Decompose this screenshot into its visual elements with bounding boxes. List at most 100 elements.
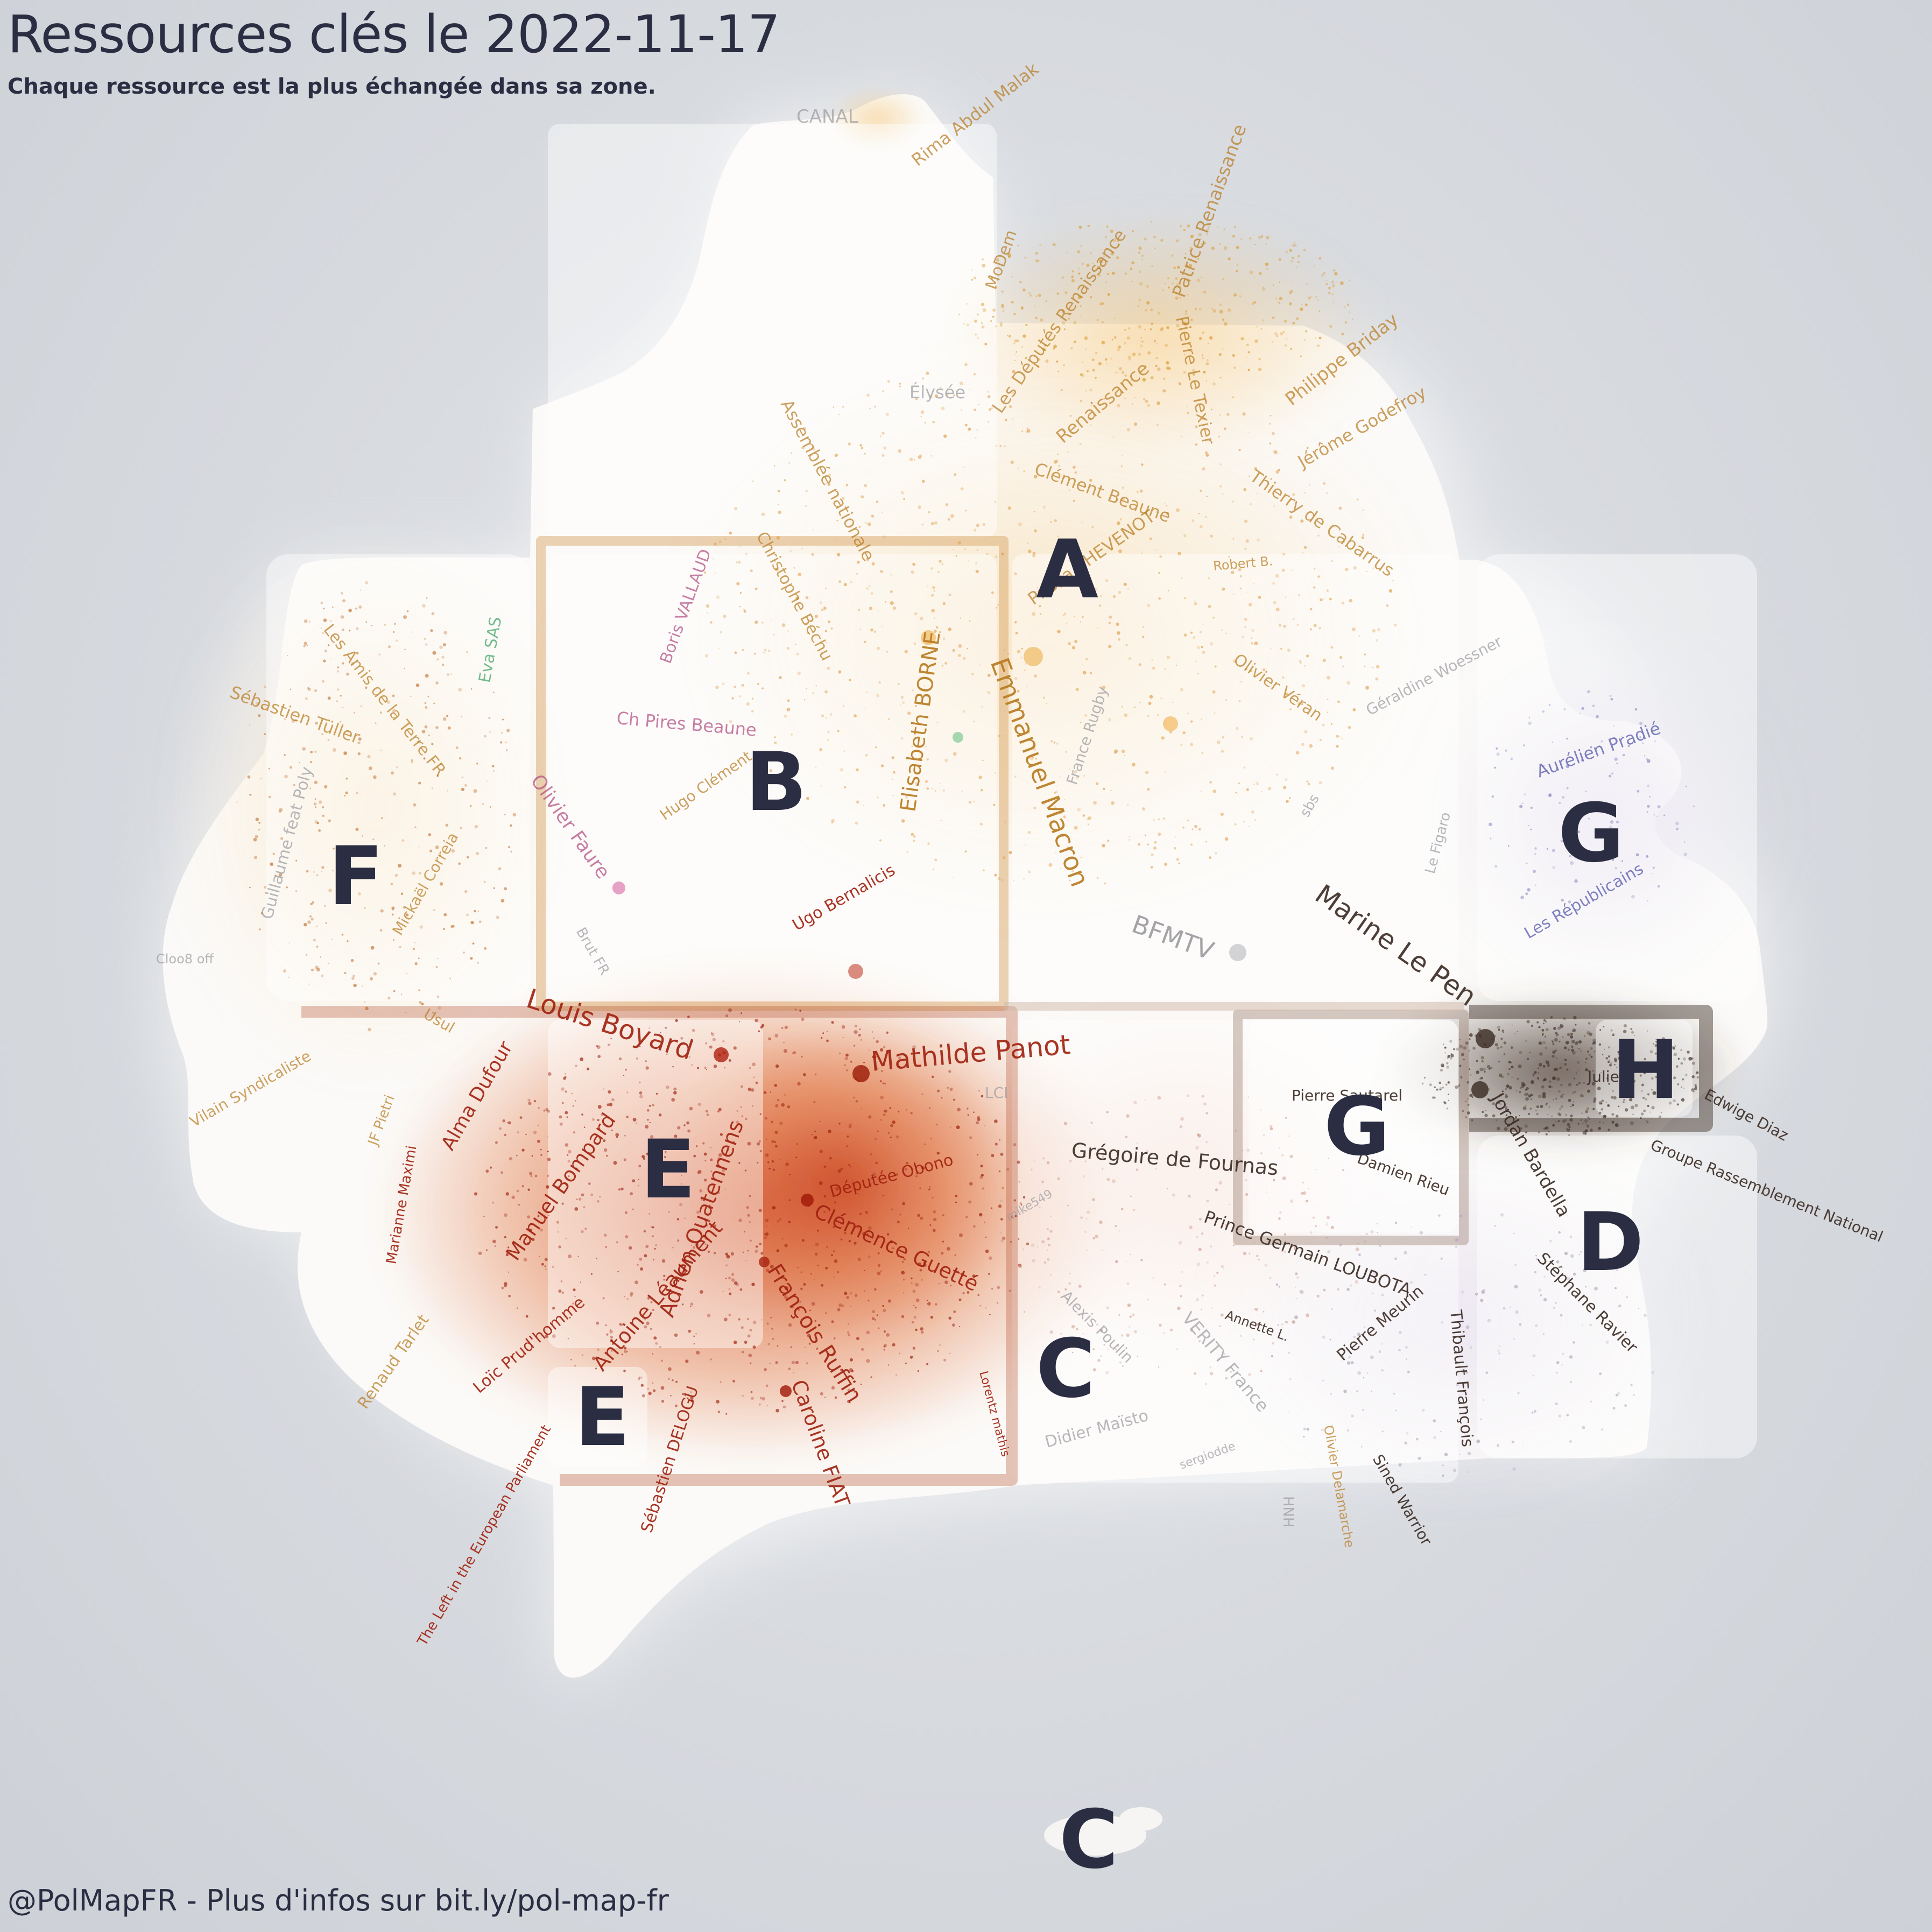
account-dot [1266,267,1268,270]
account-dot [1047,1237,1050,1240]
account-dot [865,1210,869,1214]
account-dot [1326,492,1328,494]
account-dot [305,697,308,700]
account-dot [739,592,742,594]
account-dot [1459,1454,1461,1455]
account-dot [1162,289,1164,291]
account-dot [800,1287,803,1291]
account-dot [1360,555,1362,557]
account-dot [1144,237,1147,241]
account-dot [688,1056,690,1058]
account-dot [418,989,420,991]
account-dot [1494,766,1496,769]
account-dot [518,1204,520,1206]
account-dot [931,609,935,613]
account-dot [1567,1048,1570,1051]
account-dot [1593,1050,1596,1053]
account-dot [484,735,487,738]
account-dot [537,1215,540,1217]
account-dot [1136,491,1139,493]
account-dot [965,510,967,512]
account-dot [915,1175,918,1177]
account-dot [432,651,436,655]
account-dot [1201,277,1202,278]
account-dot [877,796,879,799]
account-dot [1126,1282,1130,1285]
account-dot [784,479,786,482]
account-dot [1331,723,1332,725]
account-dot [759,1113,761,1115]
account-dot [568,1150,572,1154]
account-dot [963,710,965,713]
account-dot [1095,588,1097,590]
account-dot [640,1377,643,1379]
account-dot [1552,1041,1554,1043]
account-dot [1092,1348,1095,1350]
account-dot [950,1285,952,1287]
account-dot [1322,1380,1324,1381]
account-dot [709,1045,713,1049]
account-dot [992,308,996,312]
account-dot [1116,256,1119,259]
account-dot [766,1268,770,1272]
account-dot [1651,1089,1653,1091]
account-dot [1653,814,1655,816]
account-dot [1056,292,1059,295]
account-dot [1637,789,1640,793]
account-dot [1548,1085,1552,1088]
account-dot [1275,608,1280,611]
account-dot [829,1157,832,1160]
account-dot [913,1305,915,1307]
account-dot [1306,447,1309,449]
islet-south-2 [1119,1807,1162,1831]
account-dot [879,435,882,438]
account-dot [666,1085,669,1089]
account-dot [425,643,428,646]
account-dot [870,628,874,632]
account-dot [1144,328,1146,330]
account-dot [803,1282,806,1286]
account-dot [1209,856,1212,859]
account-dot [1381,1343,1383,1345]
account-dot [1652,1091,1656,1095]
account-dot [1492,1114,1496,1118]
account-dot [1062,276,1063,278]
account-dot [934,630,937,633]
account-dot [1219,463,1222,466]
account-dot [815,1074,817,1076]
account-dot [939,631,941,633]
account-dot [313,939,316,942]
account-dot [872,1310,875,1313]
account-dot [540,1154,542,1156]
account-dot [1585,1068,1588,1071]
account-dot [711,1033,715,1036]
account-dot [342,662,344,665]
account-dot [971,269,972,271]
account-dot [807,632,809,634]
account-dot [1284,1321,1287,1323]
account-dot [1052,243,1056,246]
account-dot [1285,1117,1287,1119]
account-dot [1401,1302,1405,1306]
account-dot [1023,1248,1024,1250]
account-dot [1597,1087,1601,1090]
account-dot [493,887,496,890]
account-dot [877,610,879,611]
account-dot [911,833,914,836]
account-dot [936,1152,940,1155]
account-dot [718,1108,722,1111]
account-dot [394,623,396,625]
account-dot [608,1043,610,1046]
account-dot [981,321,983,323]
account-dot [934,394,938,398]
account-dot [1244,618,1247,621]
account-dot [1569,1236,1572,1238]
account-dot [1073,341,1076,343]
account-dot [450,673,452,675]
account-dot [1480,1076,1483,1080]
account-dot [683,1124,686,1126]
account-dot [572,1302,575,1305]
account-dot [1555,1098,1557,1100]
account-dot [1222,587,1225,591]
account-dot [728,1277,731,1280]
